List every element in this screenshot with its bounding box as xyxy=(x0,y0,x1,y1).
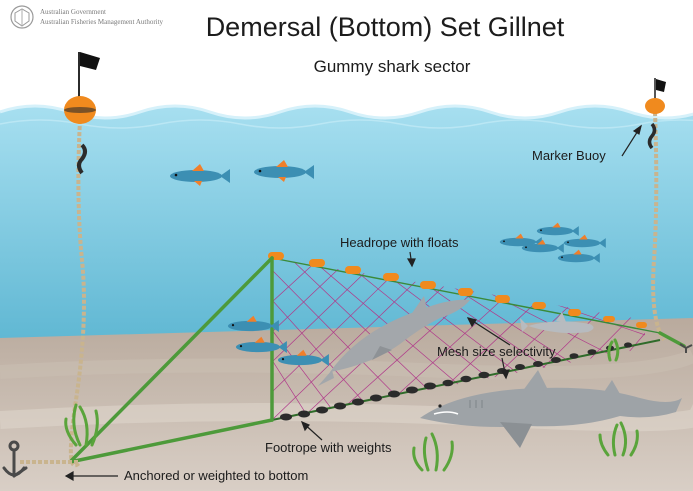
page-subtitle: Gummy shark sector xyxy=(314,57,471,76)
left-buoy-rope xyxy=(68,119,86,468)
agency-logo: Australian Government Australian Fisheri… xyxy=(10,5,164,29)
agency-line-2: Australian Fisheries Management Authorit… xyxy=(40,18,164,26)
agency-line-1: Australian Government xyxy=(40,8,106,16)
gummy-shark xyxy=(420,370,682,448)
page-title: Demersal (Bottom) Set Gillnet xyxy=(206,12,565,42)
net-bridle xyxy=(68,256,686,464)
label-headrope: Headrope with floats xyxy=(340,235,459,250)
seagrass xyxy=(64,338,639,472)
right-buoy-rope xyxy=(651,111,666,342)
anchor-icon xyxy=(679,343,693,353)
coat-of-arms-icon xyxy=(10,5,34,29)
flag-icon xyxy=(80,52,100,70)
label-anchor: Anchored or weighted to bottom xyxy=(124,468,308,483)
fish-school xyxy=(170,160,606,366)
small-shark xyxy=(520,312,594,334)
callout-arrows xyxy=(64,124,642,482)
shark-in-net xyxy=(318,296,470,386)
headrope-floats xyxy=(268,252,647,328)
label-footrope: Footrope with weights xyxy=(265,440,392,455)
water xyxy=(0,106,693,350)
right-marker-buoy xyxy=(645,78,666,114)
anchor-icon xyxy=(2,440,28,478)
left-marker-buoy xyxy=(64,52,100,124)
water-surface xyxy=(0,104,693,120)
flag-icon xyxy=(656,79,666,92)
label-mesh-selectivity: Mesh size selectivity xyxy=(437,344,556,359)
label-marker-buoy: Marker Buoy xyxy=(532,148,606,163)
sky xyxy=(0,0,693,112)
